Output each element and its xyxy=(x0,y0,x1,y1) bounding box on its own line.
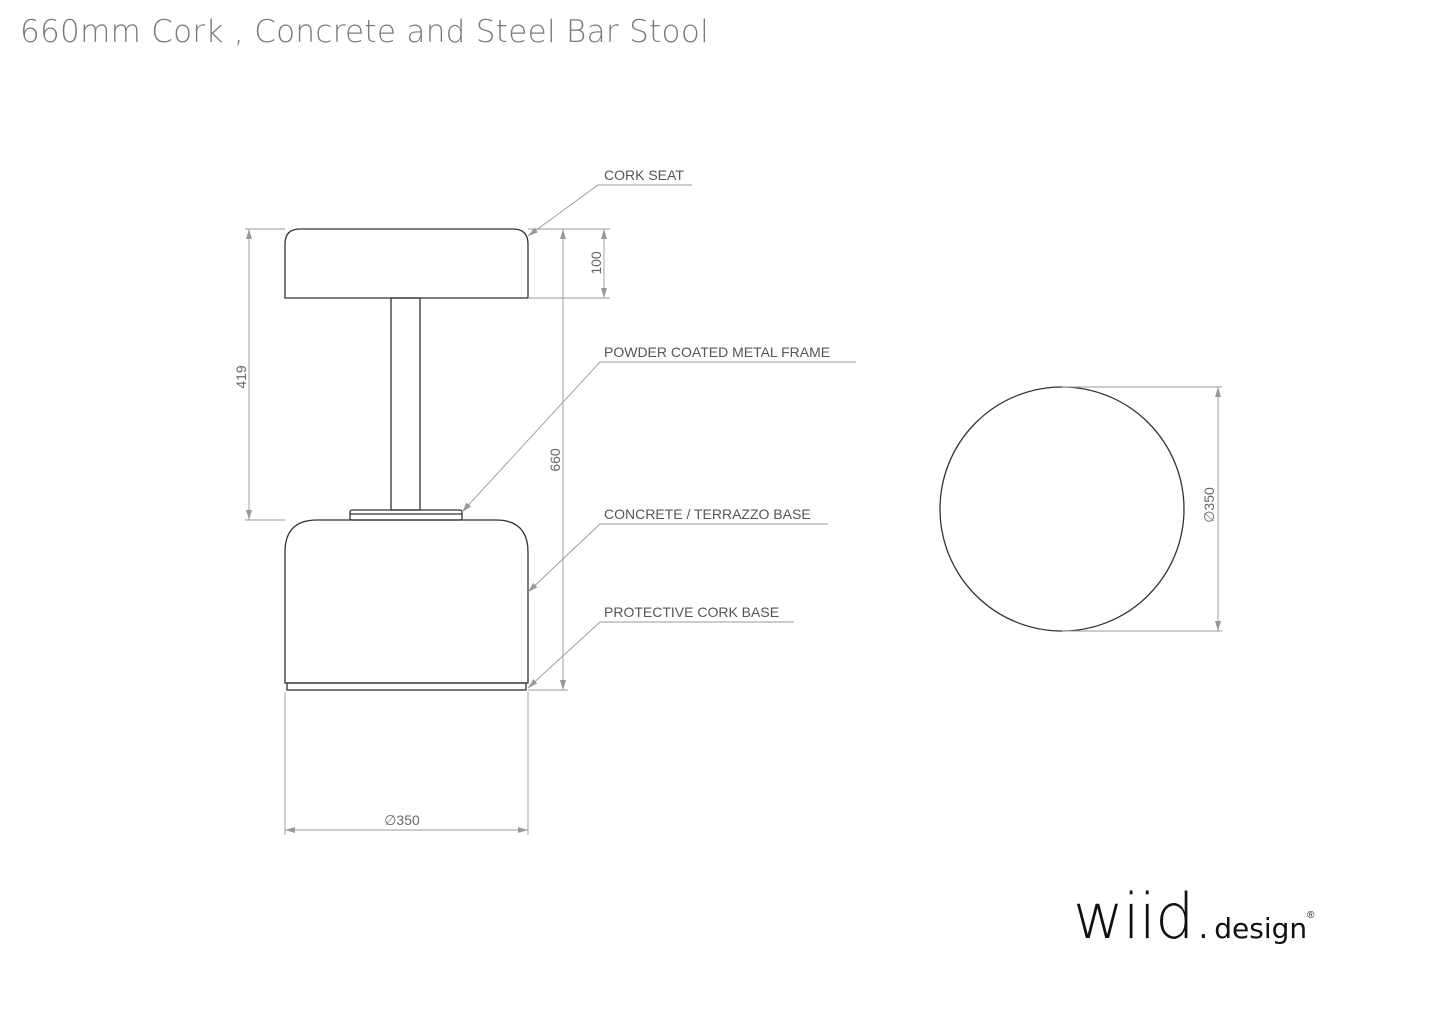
dimension-label-base-diameter: ∅350 xyxy=(384,812,420,828)
dimension-label-419: 419 xyxy=(233,365,249,389)
logo-main: wiid. xyxy=(1073,880,1213,953)
dimension-label-660: 660 xyxy=(547,448,563,472)
stool-elevation xyxy=(284,228,529,691)
dimension-100: 100 xyxy=(528,228,610,299)
label-cork-seat: CORK SEAT xyxy=(604,167,684,183)
dimension-419: 419 xyxy=(233,228,285,521)
cork-seat xyxy=(284,228,529,299)
dimension-label-plan-diameter: ∅350 xyxy=(1201,487,1217,523)
logo-sub: design xyxy=(1214,912,1308,945)
dimension-base-diameter: ∅350 xyxy=(284,692,529,835)
plan-circle xyxy=(939,386,1185,632)
callout-cork-seat: CORK SEAT xyxy=(527,167,692,237)
label-cork-base: PROTECTIVE CORK BASE xyxy=(604,604,779,620)
label-frame: POWDER COATED METAL FRAME xyxy=(604,344,830,360)
concrete-base xyxy=(284,519,529,684)
stool-plan-view: ∅350 xyxy=(939,386,1222,632)
callout-cork-base: PROTECTIVE CORK BASE xyxy=(527,604,794,689)
dimension-label-100: 100 xyxy=(588,251,604,275)
callout-base: CONCRETE / TERRAZZO BASE xyxy=(527,506,828,593)
drawing-title: 660mm Cork , Concrete and Steel Bar Stoo… xyxy=(20,14,710,50)
callout-frame: POWDER COATED METAL FRAME xyxy=(461,344,856,513)
metal-post xyxy=(390,297,421,511)
label-base: CONCRETE / TERRAZZO BASE xyxy=(604,506,811,522)
logo-registered-mark: ® xyxy=(1307,910,1315,921)
wiid-design-logo: wiid.design® xyxy=(1073,880,1315,953)
cork-base-pad xyxy=(286,682,527,691)
dimension-660: 660 xyxy=(528,229,568,691)
base-plate xyxy=(349,509,463,521)
